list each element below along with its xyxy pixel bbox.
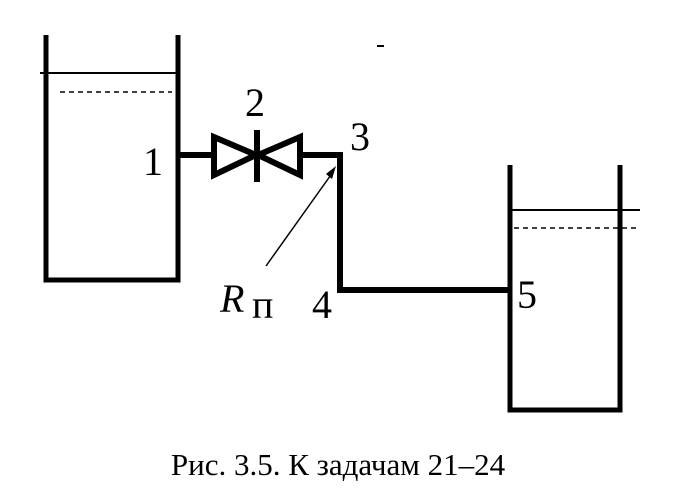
label-radius-subscript: п [252,282,273,327]
valve-icon [211,130,303,182]
label-1: 1 [143,139,163,184]
label-2: 2 [245,80,265,125]
label-3: 3 [350,114,370,159]
right-tank [507,165,623,413]
label-radius: R [219,276,244,321]
arrow-head-icon [326,166,336,179]
label-4: 4 [312,282,332,327]
pipeline [178,152,512,293]
label-5: 5 [517,272,537,317]
radius-arrow [265,171,334,267]
figure-caption: Рис. 3.5. К задачам 21–24 [171,447,506,482]
